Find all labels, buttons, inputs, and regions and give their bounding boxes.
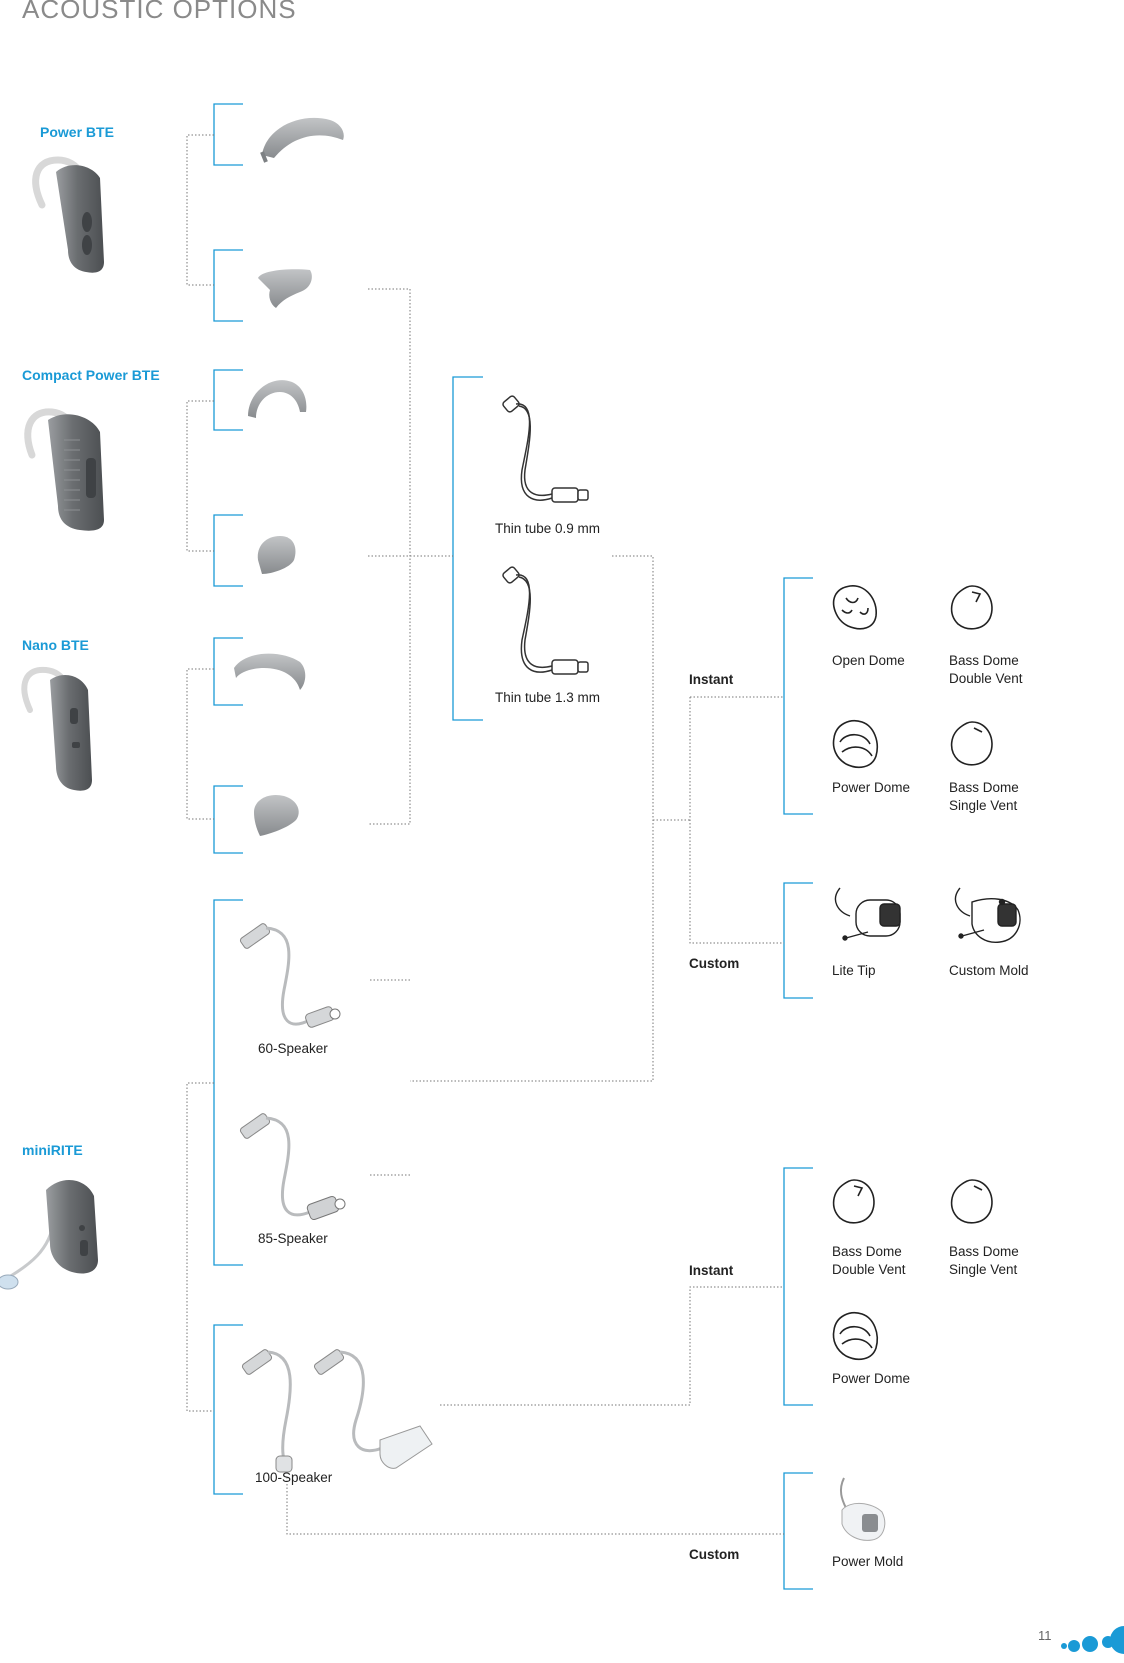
bass-dome-double-vent-image-1 — [950, 585, 993, 630]
thin-tube-0-9-label: Thin tube 0.9 mm — [495, 521, 601, 536]
compact-power-bte-earhook — [248, 380, 307, 418]
60-speaker-label: 60-Speaker — [258, 1041, 328, 1056]
power-dome-image-1 — [832, 720, 878, 769]
bass-dome-double-vent-label-2: Bass Dome Double Vent — [832, 1243, 906, 1279]
lite-tip-label: Lite Tip — [832, 963, 876, 978]
bass-dome-double-vent-label-1-line1: Bass Dome — [949, 653, 1019, 668]
power-bte-earhook — [260, 117, 344, 163]
product-label-compact-power-bte: Compact Power BTE — [22, 367, 160, 383]
compact-power-bte-device — [24, 408, 104, 531]
85-speaker-image — [239, 1113, 346, 1221]
100-speaker-image — [241, 1349, 433, 1473]
bass-dome-single-vent-label-1-line1: Bass Dome — [949, 780, 1019, 795]
bass-dome-double-vent-label-1-line2: Double Vent — [949, 671, 1023, 686]
compact-power-bte-adapter — [257, 536, 296, 574]
custom-mold-label: Custom Mold — [949, 963, 1029, 978]
bass-dome-double-vent-label-2-line2: Double Vent — [832, 1262, 906, 1277]
custom-label-1: Custom — [689, 956, 740, 971]
bass-dome-single-vent-label-2-line2: Single Vent — [949, 1262, 1018, 1277]
nano-bte-earhook — [234, 653, 306, 690]
85-speaker-label: 85-Speaker — [258, 1231, 328, 1246]
power-mold-image — [839, 1477, 886, 1541]
power-dome-label-1: Power Dome — [832, 780, 911, 795]
bass-dome-double-vent-image-2 — [832, 1179, 875, 1224]
open-dome-label: Open Dome — [832, 653, 905, 668]
dotted-connectors — [186, 134, 784, 1535]
bass-dome-single-vent-label-1-line2: Single Vent — [949, 798, 1018, 813]
bass-dome-double-vent-label-1: Bass Dome Double Vent — [949, 652, 1023, 688]
bubbles-logo-icon — [1061, 1626, 1124, 1654]
power-bte-device — [32, 156, 104, 273]
bass-dome-single-vent-label-2-line1: Bass Dome — [949, 1244, 1019, 1259]
bass-dome-single-vent-label-2: Bass Dome Single Vent — [949, 1243, 1019, 1279]
product-label-power-bte: Power BTE — [40, 124, 114, 140]
open-dome-image — [832, 585, 877, 630]
product-label-minirite: miniRITE — [22, 1142, 83, 1158]
nano-bte-device — [21, 666, 92, 791]
bass-dome-single-vent-label-1: Bass Dome Single Vent — [949, 779, 1019, 815]
nano-bte-adapter — [254, 794, 299, 836]
custom-mold-image — [954, 887, 1021, 943]
power-dome-label-2: Power Dome — [832, 1371, 911, 1386]
60-speaker-image — [239, 923, 341, 1028]
bass-dome-single-vent-image-2 — [950, 1179, 993, 1224]
bass-dome-double-vent-label-2-line1: Bass Dome — [832, 1244, 902, 1259]
thin-tube-1-3-label: Thin tube 1.3 mm — [495, 690, 601, 705]
lite-tip-image — [834, 887, 901, 941]
thin-tube-0-9-image — [502, 395, 589, 503]
blue-brackets — [213, 103, 813, 1590]
power-bte-adapter — [258, 269, 312, 308]
minirite-device — [0, 1179, 98, 1290]
page-title: ACOUSTIC OPTIONS — [22, 0, 297, 24]
power-mold-label: Power Mold — [832, 1554, 904, 1569]
instant-label-1: Instant — [689, 672, 734, 687]
thin-tube-1-3-image — [502, 566, 589, 675]
custom-label-2: Custom — [689, 1547, 740, 1562]
product-label-nano-bte: Nano BTE — [22, 637, 89, 653]
power-dome-image-2 — [832, 1312, 878, 1361]
bass-dome-single-vent-image-1 — [950, 721, 993, 766]
100-speaker-label: 100-Speaker — [255, 1470, 333, 1485]
page-number: 11 — [1038, 1628, 1052, 1643]
instant-label-2: Instant — [689, 1263, 734, 1278]
